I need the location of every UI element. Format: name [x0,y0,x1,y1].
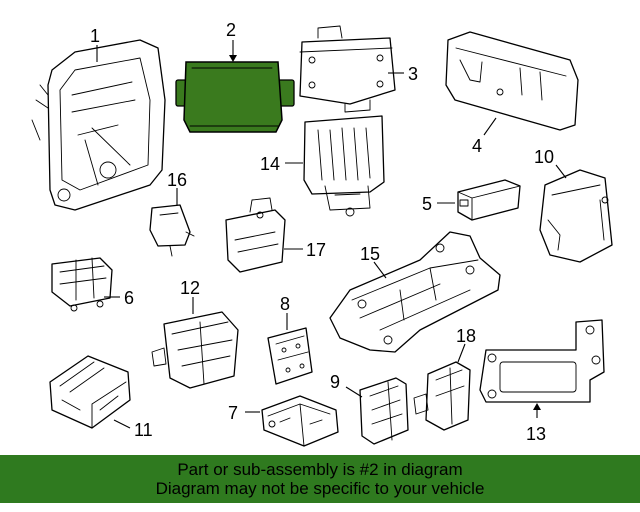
part-8[interactable] [267,327,313,385]
notice-banner: Part or sub-assembly is #2 in diagram Di… [0,455,640,503]
part-9[interactable] [359,377,409,445]
callout-14: 14 [260,154,280,174]
callout-4: 4 [472,136,482,156]
callout-15: 15 [360,244,380,264]
part-17[interactable] [225,197,286,273]
part-11[interactable] [49,355,131,429]
callout-11: 11 [134,420,153,440]
banner-line-2: Diagram may not be specific to your vehi… [155,479,485,498]
callout-2: 2 [226,20,236,40]
part-4[interactable] [445,31,579,131]
part-3[interactable] [299,25,396,113]
part-16[interactable] [149,204,195,257]
callout-7: 7 [228,403,238,423]
part-13[interactable] [479,319,605,403]
callout-3: 3 [408,64,418,84]
exploded-parts-diagram: 1 2 3 4 [31,20,613,447]
part-14[interactable] [303,115,385,217]
part-15[interactable] [329,231,501,353]
part-5[interactable] [457,179,521,221]
banner-line-1: Part or sub-assembly is #2 in diagram [177,460,463,479]
part-1[interactable] [31,39,166,211]
callout-13: 13 [526,424,546,444]
callout-16: 16 [167,170,187,190]
part-10[interactable] [539,169,613,263]
callout-8: 8 [280,294,290,314]
callout-17: 17 [306,240,326,260]
part-6[interactable] [51,257,113,312]
part-2-highlighted[interactable] [175,61,295,133]
part-7[interactable] [261,395,339,447]
callout-18: 18 [456,326,476,346]
part-12[interactable] [151,311,239,389]
callout-6: 6 [124,288,134,308]
callout-1: 1 [90,26,100,46]
callout-9: 9 [330,372,340,392]
callout-12: 12 [180,278,200,298]
callout-10: 10 [534,147,554,167]
callout-5: 5 [422,194,432,214]
part-18[interactable] [413,361,471,431]
